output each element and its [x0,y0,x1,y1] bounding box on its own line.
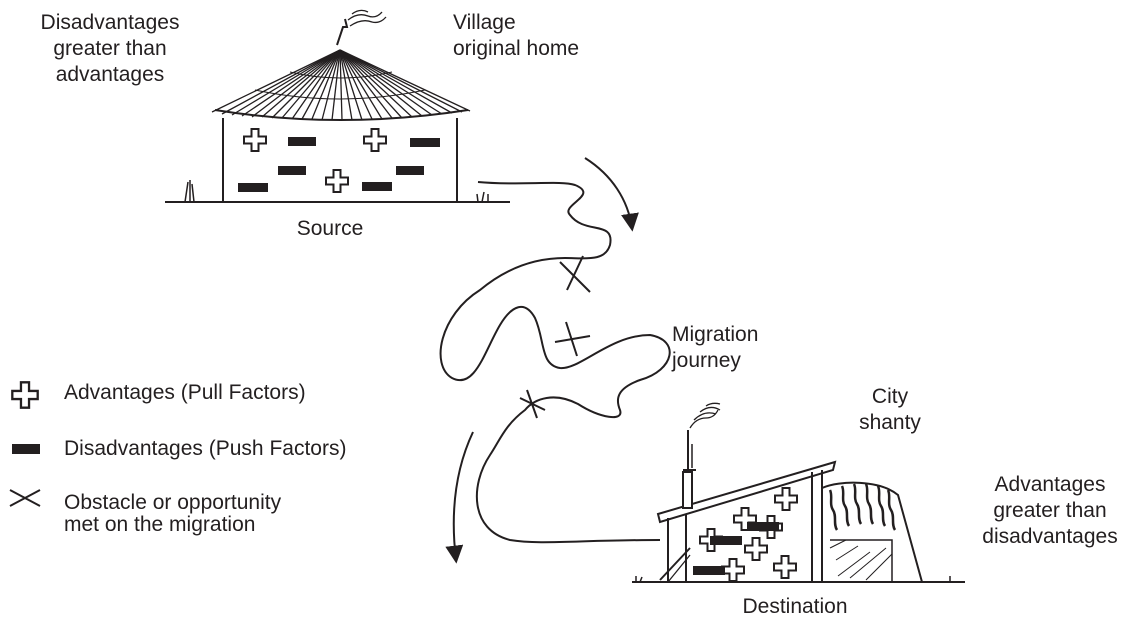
disadvantage-bar-marker [710,536,742,545]
advantage-plus-marker [773,555,797,579]
legend-item-obstacle: Obstacle or opportunity met on the migra… [64,492,281,536]
disadvantage-bar-marker [693,566,725,575]
advantage-plus-marker [363,128,387,152]
obstacle-cross-marker [554,321,591,357]
city-place-label: City shanty [840,384,940,436]
village-hut [165,9,510,203]
annex-hatching [829,539,893,581]
legend-text: Obstacle or opportunity [64,491,282,514]
village-place-label: Village original home [453,10,579,62]
advantage-plus-marker [325,169,349,193]
smoke-stack [336,18,349,46]
source-label: Source [296,217,364,240]
minus-bar-icon [12,444,40,454]
annotation-line: disadvantages [982,525,1118,548]
advantage-plus-marker [774,487,798,511]
legend-text: met on the migration [64,513,256,536]
advantage-plus-marker [243,128,267,152]
obstacle-cross-marker [519,389,546,419]
corrugated-sheet [828,483,897,531]
place-line: shanty [859,411,921,434]
path-obstacle-crosses [519,255,591,419]
journey-arrow-left [445,431,474,564]
village-factors [238,128,440,193]
disadvantage-bar-marker [288,137,316,146]
disadvantage-bar-marker [747,522,779,531]
annotation-line: Disadvantages [40,11,180,34]
shanty-smoke [689,402,721,429]
place-line: original home [453,37,580,60]
annotation-line: greater than [53,37,167,60]
destination-annotation: Advantages greater than disadvantages [962,472,1138,550]
plus-outline-icon [11,381,39,409]
cross-icon [9,489,41,507]
place-line: Village [453,11,516,34]
journey-arrow-right [584,157,639,232]
destination-label: Destination [742,595,848,618]
disadvantage-bar-marker [278,166,306,175]
grass-tuft [476,191,489,203]
legend-icons [9,381,41,507]
annotation-line: greater than [993,499,1107,522]
journey-line: journey [672,349,741,372]
grass-tuft [184,180,195,203]
legend-text: Disadvantages (Push Factors) [64,437,347,460]
disadvantage-bar-marker [410,138,440,147]
journey-line: Migration [672,323,759,346]
migration-journey-label: Migration journey [672,322,758,374]
annotation-line: Advantages [994,473,1106,496]
disadvantage-bar-marker [362,182,392,191]
smoke-wisps [347,9,387,27]
legend-text: Advantages (Pull Factors) [64,381,306,404]
source-annotation: Disadvantages greater than advantages [0,10,220,88]
advantage-plus-marker [744,537,768,561]
disadvantage-bar-marker [238,183,268,192]
annotation-line: advantages [55,63,165,86]
legend-item-advantages: Advantages (Pull Factors) [64,380,306,406]
migration-path [439,181,671,544]
advantage-plus-marker [721,558,745,582]
shanty-factors [693,487,798,582]
thatched-roof [211,49,471,121]
legend-item-disadvantages: Disadvantages (Push Factors) [64,436,346,462]
disadvantage-bar-marker [396,166,424,175]
city-shanty [632,402,965,583]
obstacle-cross-marker [559,255,591,293]
place-line: City [871,385,909,408]
